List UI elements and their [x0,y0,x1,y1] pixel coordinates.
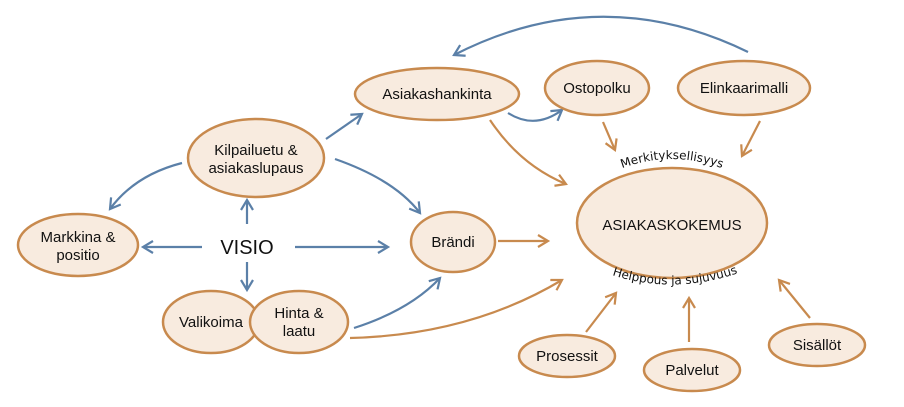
arrow-ostopolku-to-center [601,121,618,152]
sisallot-label: Sisällöt [793,337,842,354]
arrow-prosessit-to-center [585,291,618,333]
node-hinta[interactable]: Hinta & laatu [248,289,350,355]
hinta-line-2: laatu [283,323,316,340]
node-asiakashankinta[interactable]: Asiakashankinta [353,66,521,122]
node-center-asiakaskokemus[interactable]: ASIAKASKOKEMUS [575,166,769,280]
arrow-hinta-to-brandi [353,276,442,330]
arrow-elinkaarimalli-to-asiakashankinta [452,15,749,57]
node-palvelut[interactable]: Palvelut [642,347,742,393]
arrow-elinkaarimalli-to-center [740,120,761,158]
node-elinkaarimalli[interactable]: Elinkaarimalli [676,59,812,117]
prosessit-label: Prosessit [536,348,599,365]
node-sisallot[interactable]: Sisällöt [767,322,867,368]
center-label: ASIAKASKOKEMUS [602,217,741,234]
valikoima-label: Valikoima [179,314,244,331]
arrow-asiakashankinta-to-ostopolku [507,108,564,122]
arrow-kilpailuetu-to-brandi [334,157,422,215]
node-valikoima[interactable]: Valikoima [161,289,261,355]
arrow-sisallot-to-center [777,278,811,319]
kilpailuetu-line-1: Kilpailuetu & [214,142,297,159]
kilpailuetu-line-2: asiakaslupaus [208,160,303,177]
asiakashankinta-label: Asiakashankinta [382,86,492,103]
markkina-line-1: Markkina & [40,229,115,246]
node-brandi[interactable]: Brändi [409,210,497,274]
node-kilpailuetu[interactable]: Kilpailuetu & asiakaslupaus [186,117,326,199]
palvelut-label: Palvelut [665,362,719,379]
node-prosessit[interactable]: Prosessit [517,333,617,379]
arrow-kilpailuetu-to-asiakashankinta [325,112,364,140]
visio-label: VISIO [220,237,273,259]
brandi-label: Brändi [431,234,474,251]
arrow-asiakashankinta-to-center [489,119,568,187]
node-markkina[interactable]: Markkina & positio [16,212,140,278]
arrow-hinta-to-center [349,278,564,340]
elinkaarimalli-label: Elinkaarimalli [700,80,788,97]
hinta-line-1: Hinta & [274,305,323,322]
ostopolku-label: Ostopolku [563,80,631,97]
arrow-kilpailuetu-to-markkina [108,161,183,211]
markkina-line-2: positio [56,247,99,264]
node-ostopolku[interactable]: Ostopolku [543,59,651,117]
